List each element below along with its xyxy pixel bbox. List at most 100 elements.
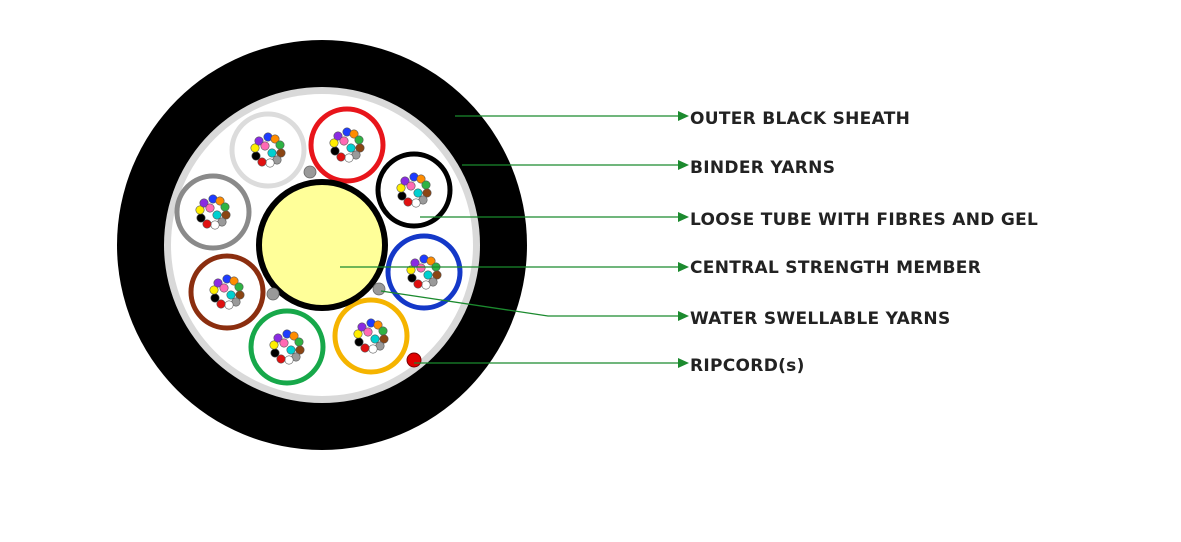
loose-tube-green bbox=[248, 308, 326, 386]
label-loose-tube: LOOSE TUBE WITH FIBRES AND GEL bbox=[690, 210, 1038, 230]
loose-tube-red bbox=[308, 106, 386, 184]
fibre bbox=[229, 276, 239, 286]
fibre bbox=[205, 203, 215, 213]
fibre bbox=[276, 354, 286, 364]
fibre bbox=[360, 343, 370, 353]
fibre bbox=[294, 337, 304, 347]
fibre bbox=[209, 285, 219, 295]
fibre bbox=[349, 129, 359, 139]
fibre bbox=[403, 197, 413, 207]
fibre bbox=[210, 293, 220, 303]
fibre bbox=[224, 300, 234, 310]
fibre bbox=[276, 148, 286, 158]
water-swellable-yarn bbox=[372, 282, 386, 296]
loose-tube-orange bbox=[332, 297, 410, 375]
fibre bbox=[265, 158, 275, 168]
fibre bbox=[363, 327, 373, 337]
fibre bbox=[421, 180, 431, 190]
loose-tube-wall bbox=[248, 308, 326, 386]
cable-cross-section bbox=[117, 40, 527, 450]
label-central-strength-member: CENTRAL STRENGTH MEMBER bbox=[690, 258, 981, 278]
loose-tube-wall bbox=[174, 173, 252, 251]
label-outer-black-sheath: OUTER BLACK SHEATH bbox=[690, 109, 910, 129]
fibre bbox=[251, 151, 261, 161]
fibre bbox=[216, 299, 226, 309]
loose-tube-brown bbox=[188, 253, 266, 331]
leader-binder-yarns-arrowhead bbox=[678, 160, 689, 170]
loose-tube-wall bbox=[385, 233, 463, 311]
fibre bbox=[423, 270, 433, 280]
fibre bbox=[353, 329, 363, 339]
fibre bbox=[254, 136, 264, 146]
leader-outer-black-sheath-arrowhead bbox=[678, 111, 689, 121]
loose-tube-wall bbox=[229, 111, 307, 189]
fibre bbox=[411, 198, 421, 208]
loose-tube-wall bbox=[188, 253, 266, 331]
fibre bbox=[257, 157, 267, 167]
labels-group: OUTER BLACK SHEATH BINDER YARNS LOOSE TU… bbox=[690, 109, 1038, 376]
fibre bbox=[379, 334, 389, 344]
fibre bbox=[234, 282, 244, 292]
fibre bbox=[416, 174, 426, 184]
fibre bbox=[212, 210, 222, 220]
fibre bbox=[421, 280, 431, 290]
loose-tube-wall bbox=[375, 151, 453, 229]
fibre bbox=[336, 152, 346, 162]
fibre bbox=[196, 213, 206, 223]
label-binder-yarns: BINDER YARNS bbox=[690, 158, 835, 178]
fibre bbox=[195, 205, 205, 215]
fibre bbox=[426, 256, 436, 266]
fibre bbox=[270, 348, 280, 358]
fibre bbox=[273, 333, 283, 343]
fibre bbox=[279, 338, 289, 348]
ripcord bbox=[406, 352, 422, 368]
fibre bbox=[215, 196, 225, 206]
leader-lines bbox=[340, 111, 689, 368]
loose-tube-wall bbox=[332, 297, 410, 375]
fibre bbox=[275, 140, 285, 150]
fibre bbox=[368, 344, 378, 354]
fibre bbox=[221, 210, 231, 220]
fibre bbox=[406, 265, 416, 275]
fibre bbox=[267, 148, 277, 158]
fibre bbox=[219, 283, 229, 293]
fibre bbox=[289, 331, 299, 341]
fibre bbox=[286, 345, 296, 355]
fibre bbox=[202, 219, 212, 229]
fibre bbox=[339, 136, 349, 146]
fibre bbox=[373, 320, 383, 330]
fibre bbox=[407, 273, 417, 283]
fibre bbox=[406, 181, 416, 191]
fibre bbox=[330, 146, 340, 156]
fibre bbox=[226, 290, 236, 300]
fibre bbox=[213, 278, 223, 288]
fibre bbox=[220, 202, 230, 212]
leader-ripcord-arrowhead bbox=[678, 358, 689, 368]
leader-water-swellable-yarns bbox=[380, 290, 680, 317]
fibre bbox=[416, 263, 426, 273]
fibre bbox=[400, 176, 410, 186]
label-ripcord: RIPCORD(s) bbox=[690, 356, 805, 376]
fibre bbox=[413, 188, 423, 198]
loose-tube-white bbox=[229, 111, 307, 189]
fibre bbox=[210, 220, 220, 230]
fibre bbox=[235, 290, 245, 300]
fibre bbox=[346, 143, 356, 153]
fibre bbox=[370, 334, 380, 344]
fibre bbox=[344, 153, 354, 163]
fibre bbox=[397, 191, 407, 201]
fibre bbox=[422, 188, 432, 198]
water-swellable-yarn bbox=[303, 165, 317, 179]
leader-loose-tube-arrowhead bbox=[678, 212, 689, 222]
fibre bbox=[295, 345, 305, 355]
fibre bbox=[396, 183, 406, 193]
fibre bbox=[357, 322, 367, 332]
fibre bbox=[333, 131, 343, 141]
central-strength-member bbox=[256, 179, 388, 311]
loose-tube-blue bbox=[385, 233, 463, 311]
fibre bbox=[270, 134, 280, 144]
fibre bbox=[284, 355, 294, 365]
fibre bbox=[329, 138, 339, 148]
fibre bbox=[260, 141, 270, 151]
